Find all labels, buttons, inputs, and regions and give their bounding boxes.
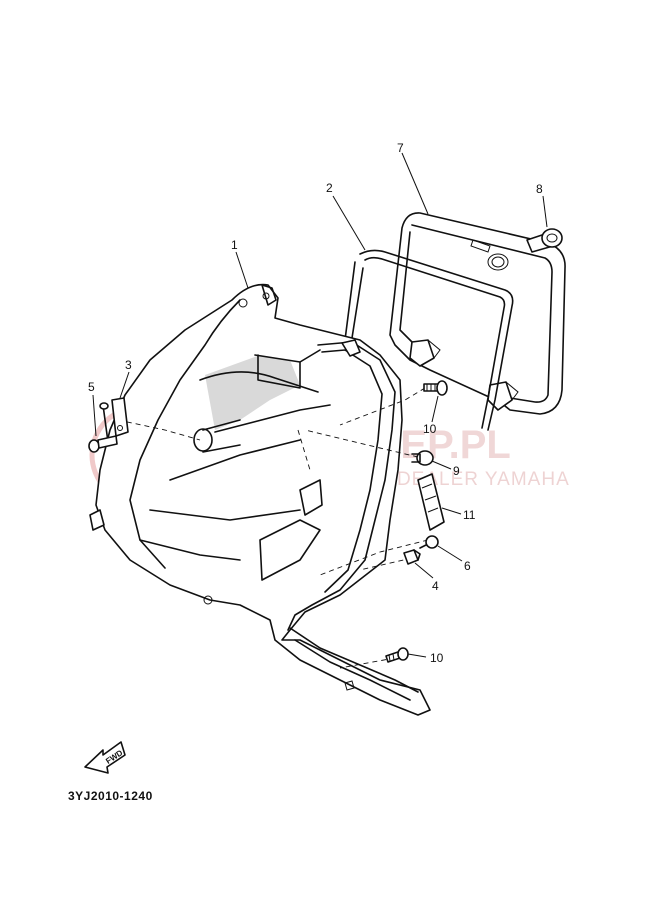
part-5-screw: [88, 402, 118, 453]
part-7-box-cover: [389, 212, 566, 415]
callout-1: 1: [231, 238, 238, 252]
part-1-leg-shield: [89, 283, 431, 716]
part-2-seal: [344, 249, 514, 431]
leader-lines: [92, 152, 548, 658]
part-6-screw: [419, 535, 439, 549]
part-10-screw-upper: [423, 380, 448, 396]
fwd-arrow-icon: FWD: [84, 741, 126, 774]
callout-3: 3: [125, 358, 132, 372]
callouts: 1 2 3 4 5 6 7 8 9 10 10 11: [88, 141, 543, 665]
part-4-nut: [403, 549, 421, 565]
part-9-grommet: [411, 450, 434, 466]
callout-5: 5: [88, 380, 95, 394]
callout-10-upper: 10: [423, 422, 437, 436]
part-3-bracket: [111, 397, 129, 437]
diagram-reference-number: 3YJ2010-1240: [68, 789, 153, 803]
callout-10-lower: 10: [430, 651, 444, 665]
callout-8: 8: [536, 182, 543, 196]
callout-9: 9: [453, 464, 460, 478]
part-10-screw-lower: [385, 647, 409, 663]
callout-7: 7: [397, 141, 404, 155]
callout-2: 2: [326, 181, 333, 195]
callout-6: 6: [464, 559, 471, 573]
assembly-lines: [117, 387, 429, 669]
part-11-bracket: [417, 473, 445, 531]
callout-4: 4: [432, 579, 439, 593]
part-8-clip: [526, 228, 563, 253]
callout-11: 11: [463, 508, 476, 522]
